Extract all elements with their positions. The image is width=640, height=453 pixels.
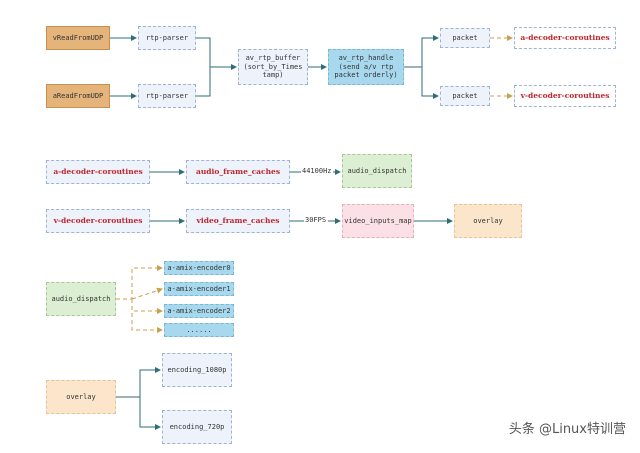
- edge-parsers-buffer: [196, 37, 211, 97]
- v-decoder-coroutines-node: v-decoder-coroutines: [46, 209, 150, 233]
- overlay-node-2: overlay: [46, 380, 116, 414]
- node-label: overlay: [66, 392, 96, 401]
- video-inputs-map-node: video_inputs_map: [342, 204, 414, 238]
- encoding-720p-node: encoding_720p: [162, 410, 232, 444]
- av-rtp-buffer-node: av_rtp_buffer (sort_by_Times tamp): [238, 49, 308, 85]
- node-label: video_inputs_map: [344, 216, 412, 225]
- v-decoder-coroutines-node-top: v-decoder-coroutines: [514, 85, 616, 107]
- node-label: audio_dispatch: [51, 294, 111, 303]
- amix-encoder-1-node: a-amix-encoder1: [164, 282, 234, 296]
- node-label: a-amix-encoder1: [167, 284, 231, 293]
- node-label: rtp-parser: [145, 33, 189, 42]
- node-label: a-amix-encoder2: [167, 306, 231, 315]
- amix-encoder-0-node: a-amix-encoder0: [164, 261, 234, 275]
- av-rtp-handle-node: av_rtp_handle (send a/v rtp packet order…: [328, 49, 404, 85]
- rtp-parser-node-2: rtp-parser: [138, 84, 196, 108]
- node-label: packet: [452, 33, 478, 42]
- audio-dispatch-node-2: audio_dispatch: [46, 282, 116, 316]
- overlay-node-1: overlay: [454, 204, 522, 238]
- edge-handle-packets: [404, 35, 439, 68]
- node-label: aReadFromUDP: [52, 91, 104, 100]
- a-decoder-coroutines-node: a-decoder-coroutines: [46, 160, 150, 184]
- node-label: v-decoder-coroutines: [520, 91, 610, 101]
- node-label: a-amix-encoder0: [167, 263, 231, 272]
- node-label: overlay: [473, 216, 503, 225]
- amix-encoder-2-node: a-amix-encoder2: [164, 304, 234, 318]
- encoding-1080p-node: encoding_1080p: [162, 353, 232, 387]
- node-label: av_rtp_handle (send a/v rtp packet order…: [334, 53, 398, 80]
- node-label: video_frame_caches: [196, 216, 280, 226]
- audio-frame-caches-node: audio_frame_caches: [186, 160, 290, 184]
- node-label: ......: [186, 325, 212, 334]
- edge-overlay-encodings: [116, 367, 161, 398]
- node-label: v-decoder-coroutines: [53, 216, 143, 226]
- node-label: rtp-parser: [145, 91, 189, 100]
- node-label: a-decoder-coroutines: [53, 167, 143, 177]
- node-label: packet: [452, 91, 478, 100]
- areadfromudp-node: aReadFromUDP: [46, 84, 110, 108]
- watermark: 头条 @Linux特训营: [508, 422, 626, 437]
- node-label: encoding_1080p: [167, 365, 227, 374]
- audio-dispatch-node-1: audio_dispatch: [342, 154, 412, 188]
- a-decoder-coroutines-node-top: a-decoder-coroutines: [514, 27, 616, 49]
- edge-label-audio-rate: 44100Hz: [301, 167, 333, 175]
- node-label: a-decoder-coroutines: [520, 33, 610, 43]
- packet-node-1: packet: [440, 28, 490, 48]
- vreadfromudp-node: vReadFromUDP: [46, 26, 110, 50]
- amix-encoder-more-node: ......: [164, 323, 234, 337]
- node-label: audio_dispatch: [347, 166, 407, 175]
- packet-node-2: packet: [440, 86, 490, 106]
- node-label: encoding_720p: [169, 422, 225, 431]
- edge-label-video-fps: 30FPS: [304, 216, 328, 224]
- node-label: vReadFromUDP: [52, 33, 104, 42]
- edge-dispatch-amix: [116, 265, 163, 300]
- video-frame-caches-node: video_frame_caches: [186, 209, 290, 233]
- node-label: audio_frame_caches: [195, 167, 281, 177]
- node-label: av_rtp_buffer (sort_by_Times tamp): [243, 53, 303, 80]
- rtp-parser-node-1: rtp-parser: [138, 26, 196, 50]
